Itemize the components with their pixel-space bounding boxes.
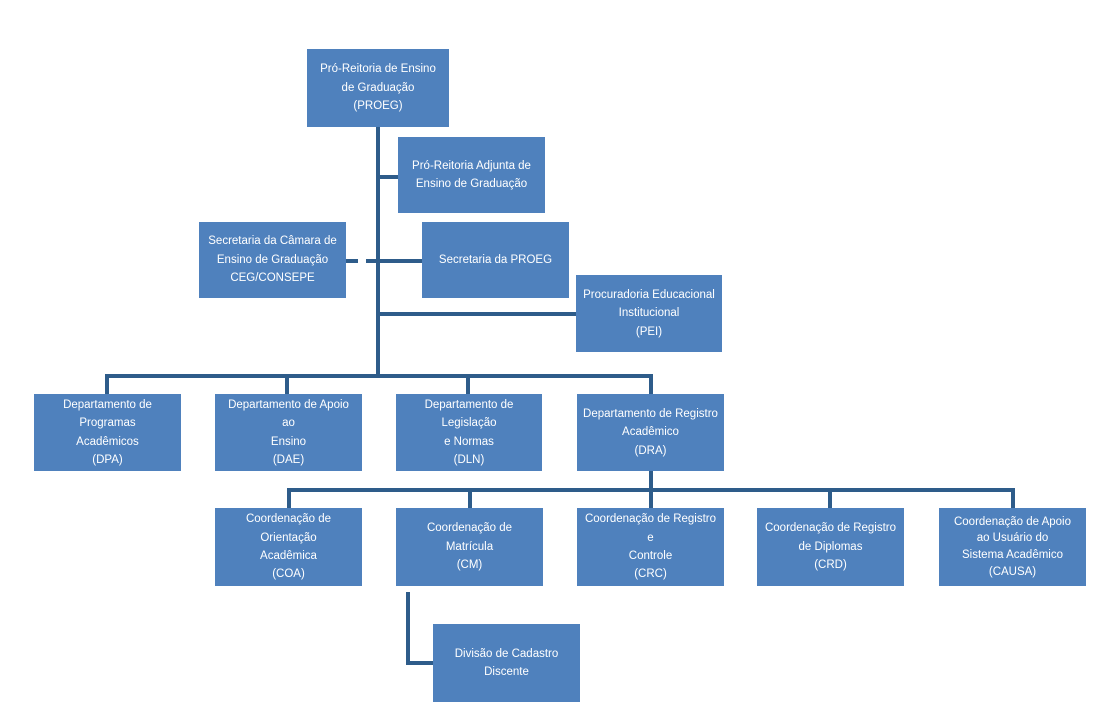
node-dpa-line3: (DPA) bbox=[92, 453, 123, 466]
node-dln-line1: Departamento de Legislação bbox=[424, 398, 514, 430]
node-cadastro: Divisão de Cadastro Discente bbox=[433, 624, 580, 702]
node-camara-line2: Ensino de Graduação bbox=[216, 253, 329, 266]
node-secretaria: Secretaria da PROEG bbox=[422, 222, 569, 298]
node-crd-line3: (CRD) bbox=[814, 559, 847, 572]
node-procuradoria-line3: (PEI) bbox=[635, 325, 663, 338]
node-camara: Secretaria da Câmara de Ensino de Gradua… bbox=[199, 222, 346, 298]
node-dae: Departamento de Apoio ao Ensino (DAE) bbox=[215, 394, 362, 471]
node-proeg-line2: de Graduação bbox=[341, 81, 415, 94]
node-dpa-line2: Acadêmicos bbox=[76, 435, 139, 448]
node-coa-line1: Coordenação de Orientação bbox=[245, 513, 332, 544]
node-dra-line2: Acadêmico bbox=[622, 426, 679, 439]
node-dln-line3: (DLN) bbox=[453, 453, 485, 466]
node-adjunta: Pró-Reitoria Adjunta de Ensino de Gradua… bbox=[398, 137, 545, 213]
node-dae-line2: Ensino bbox=[270, 435, 307, 448]
node-adjunta-line2: Ensino de Graduação bbox=[415, 178, 528, 190]
node-adjunta-line1: Pró-Reitoria Adjunta de bbox=[412, 159, 531, 172]
node-dln-line2: e Normas bbox=[444, 435, 494, 448]
node-procuradoria: Procuradoria Educacional Institucional (… bbox=[576, 275, 722, 352]
node-cm-line2: (CM) bbox=[456, 559, 483, 572]
node-secretaria-line1: Secretaria da PROEG bbox=[438, 253, 553, 266]
node-crd: Coordenação de Registro de Diplomas (CRD… bbox=[757, 508, 904, 586]
node-causa-line2: ao Usuário do bbox=[976, 532, 1049, 545]
node-crc-line2: Controle bbox=[628, 550, 673, 562]
node-camara-line1: Secretaria da Câmara de bbox=[208, 235, 337, 248]
cm-to-cadastro bbox=[406, 592, 433, 665]
node-causa-line4: (CAUSA) bbox=[988, 565, 1037, 578]
node-proeg-line3: (PROEG) bbox=[353, 100, 403, 113]
node-cm: Coordenação de Matrícula (CM) bbox=[396, 508, 543, 586]
node-proeg-line1: Pró-Reitoria de Ensino bbox=[320, 63, 436, 76]
node-crc-line1: Coordenação de Registro e bbox=[584, 513, 717, 544]
node-coa: Coordenação de Orientação Acadêmica (COA… bbox=[215, 508, 362, 586]
node-crd-line2: de Diplomas bbox=[798, 540, 863, 553]
node-procuradoria-line1: Procuradoria Educacional bbox=[583, 288, 715, 301]
node-coa-line3: (COA) bbox=[272, 568, 305, 581]
node-dpa-line1: Departamento de Programas bbox=[63, 398, 152, 430]
node-crc-line3: (CRC) bbox=[634, 568, 667, 581]
node-dae-line1: Departamento de Apoio ao bbox=[228, 398, 349, 430]
node-dpa: Departamento de Programas Acadêmicos (DP… bbox=[34, 394, 181, 471]
node-causa-line3: Sistema Acadêmico bbox=[962, 549, 1063, 561]
node-crd-line1: Coordenação de Registro bbox=[764, 522, 897, 535]
node-coa-line2: Acadêmica bbox=[260, 550, 317, 562]
node-cm-line1: Coordenação de Matrícula bbox=[426, 522, 513, 553]
node-dra-line1: Departamento de Registro bbox=[583, 407, 718, 420]
node-dae-line3: (DAE) bbox=[272, 453, 305, 466]
node-crc: Coordenação de Registro e Controle (CRC) bbox=[577, 508, 724, 586]
node-dra: Departamento de Registro Acadêmico (DRA) bbox=[577, 394, 724, 471]
node-dln: Departamento de Legislação e Normas (DLN… bbox=[396, 394, 542, 471]
node-causa-line1: Coordenação de Apoio bbox=[953, 515, 1071, 528]
node-camara-line3: CEG/CONSEPE bbox=[230, 272, 315, 285]
node-procuradoria-line2: Institucional bbox=[618, 307, 680, 320]
node-causa: Coordenação de Apoio ao Usuário do Siste… bbox=[939, 508, 1086, 586]
node-cadastro-line1: Divisão de Cadastro Discente bbox=[454, 647, 559, 678]
node-dra-line3: (DRA) bbox=[634, 444, 667, 457]
node-proeg: Pró-Reitoria de Ensino de Graduação (PRO… bbox=[307, 49, 449, 127]
